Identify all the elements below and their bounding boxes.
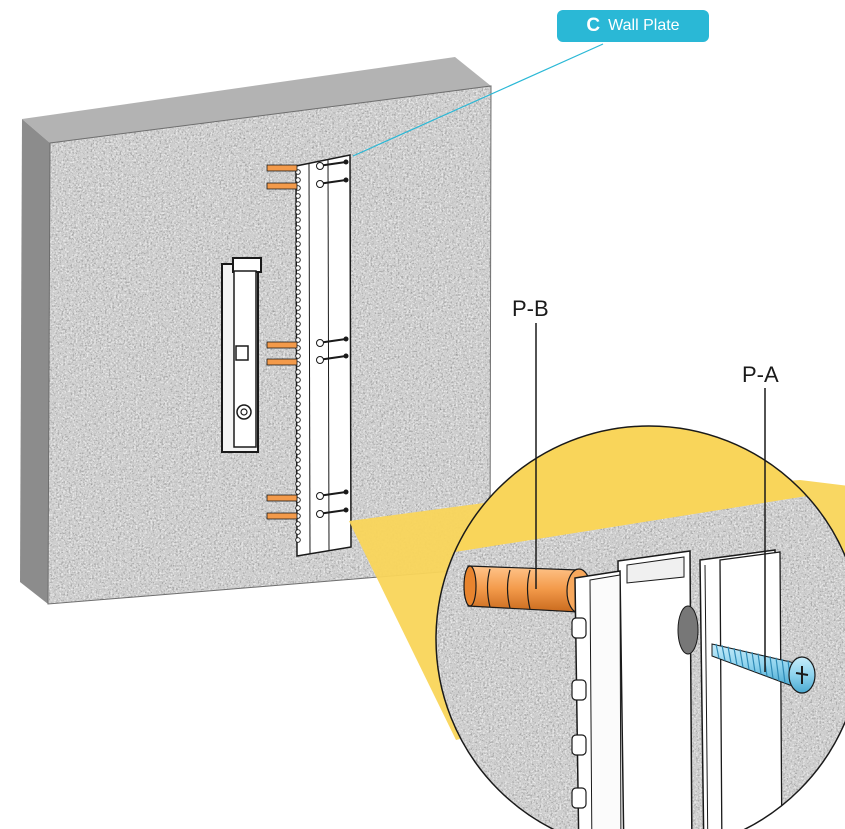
plate-notch — [295, 177, 301, 183]
plate-notch — [295, 417, 301, 423]
wall-plate-callout: C Wall Plate — [557, 10, 709, 42]
plate-notch — [295, 305, 301, 311]
wall-anchor-icon — [266, 182, 298, 190]
plate-notch — [295, 281, 301, 287]
plate-notch — [295, 433, 301, 439]
screw-part-label: P-A — [742, 362, 779, 387]
wall-plate-leader-line — [352, 43, 604, 157]
anchor-part-label: P-B — [512, 296, 549, 321]
screw-icon — [316, 159, 349, 170]
screw-icon — [316, 489, 349, 500]
callout-text: Wall Plate — [608, 17, 680, 34]
plate-notch — [295, 505, 301, 511]
plate-notch — [571, 787, 587, 809]
plate-notch — [295, 257, 301, 263]
plate-notch — [295, 465, 301, 471]
plate-notch — [295, 369, 301, 375]
plate-notch — [295, 457, 301, 463]
screw-icon — [316, 177, 349, 188]
plate-notch — [295, 537, 301, 543]
plate-notch — [295, 233, 301, 239]
plate-notch — [295, 249, 301, 255]
plate-notch — [295, 217, 301, 223]
plate-notch — [295, 393, 301, 399]
plate-notch — [295, 225, 301, 231]
plate-notch — [295, 337, 301, 343]
wall-side-face — [20, 119, 50, 604]
plate-notch — [571, 734, 587, 756]
plate-notch — [295, 385, 301, 391]
wall-anchor-icon — [266, 358, 298, 366]
plate-notch — [295, 273, 301, 279]
plate-notch — [295, 241, 301, 247]
wall-anchor-icon — [266, 341, 298, 349]
screw-icon — [316, 353, 349, 364]
plate-notch — [295, 529, 301, 535]
magnified-detail — [435, 425, 845, 829]
wall-switch-icon — [221, 257, 262, 453]
plate-notch — [295, 209, 301, 215]
plate-notch — [295, 193, 301, 199]
plate-notch — [295, 481, 301, 487]
plate-notch — [295, 473, 301, 479]
plate-notch — [295, 409, 301, 415]
plate-notch — [295, 449, 301, 455]
wall-anchor-icon — [266, 164, 298, 172]
screw-icon — [316, 507, 349, 518]
plate-notch — [571, 617, 587, 639]
plate-notch — [295, 425, 301, 431]
callout-letter: C — [586, 15, 601, 36]
plate-notch — [295, 265, 301, 271]
wall-anchor-icon — [266, 494, 298, 502]
plate-notch — [571, 679, 587, 701]
wall-anchor-icon — [266, 512, 298, 520]
plate-notch — [295, 377, 301, 383]
plate-notch — [295, 201, 301, 207]
plate-notch — [295, 521, 301, 527]
plate-notch — [295, 353, 301, 359]
plate-notch — [295, 329, 301, 335]
plate-notch — [295, 289, 301, 295]
plate-notch — [295, 321, 301, 327]
screw-icon — [316, 336, 349, 347]
plate-notch — [295, 489, 301, 495]
plate-notch — [295, 297, 301, 303]
plate-notch — [295, 401, 301, 407]
screw-icon — [711, 643, 816, 694]
wall-top-face — [22, 57, 491, 143]
plate-notch — [295, 441, 301, 447]
wall-anchor-icon — [463, 565, 592, 614]
wall-plate-assembly — [266, 154, 352, 557]
plate-notch — [295, 313, 301, 319]
